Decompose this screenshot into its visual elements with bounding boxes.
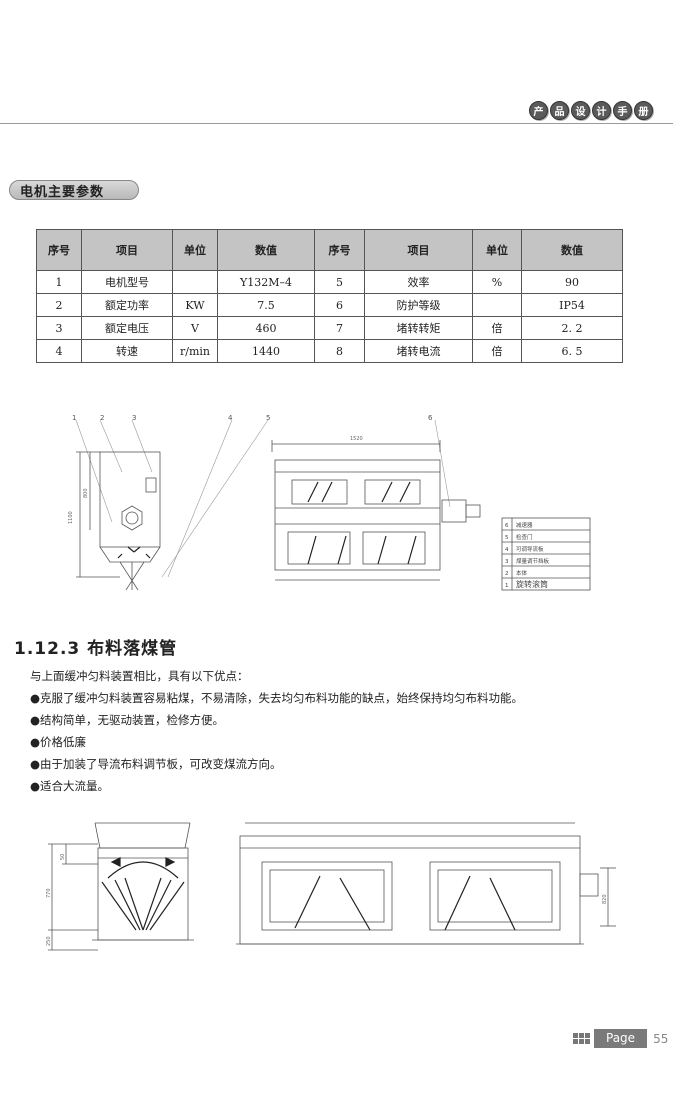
- table-cell: KW: [172, 293, 218, 317]
- callout-label: 3: [132, 414, 136, 422]
- table-cell: 额定功率: [81, 293, 173, 317]
- table-cell: 效率: [364, 270, 473, 294]
- callout-label: 5: [266, 414, 270, 422]
- dim-label: 1100: [68, 511, 74, 524]
- legend-no: 6: [505, 523, 509, 529]
- header-cell: 单位: [472, 229, 522, 271]
- legend-no: 1: [505, 583, 509, 589]
- paragraph: 与上面缓冲匀料装置相比，具有以下优点：: [30, 669, 249, 683]
- drawing-rotary-distributor: 1 2 3 4 5 6 1100 800: [68, 414, 591, 591]
- header-rule: [0, 123, 673, 124]
- callout-label: 6: [428, 414, 433, 422]
- table-cell: r/min: [172, 339, 218, 363]
- dim-label: 770: [46, 888, 52, 898]
- table-cell: 460: [217, 316, 315, 340]
- section-tab: 电机主要参数: [9, 180, 139, 200]
- callout-label: 1: [72, 414, 76, 422]
- table-cell: 倍: [472, 339, 522, 363]
- legend-no: 5: [505, 535, 509, 541]
- legend-no: 3: [505, 559, 509, 565]
- bullet-item: ●价格低廉: [30, 735, 87, 749]
- table-cell: 8: [314, 339, 365, 363]
- table-cell: 4: [36, 339, 82, 363]
- table-cell: IP54: [521, 293, 623, 317]
- bullet-item: ●结构简单，无驱动装置，检修方便。: [30, 713, 225, 727]
- dim-label: 250: [46, 936, 52, 946]
- header-cell: 序号: [314, 229, 365, 271]
- table-cell: Y132M–4: [217, 270, 315, 294]
- table-cell: 7: [314, 316, 365, 340]
- header-char: 计: [592, 101, 611, 120]
- legend-no: 4: [505, 547, 509, 553]
- table-cell: 3: [36, 316, 82, 340]
- page-number: 55: [653, 1031, 669, 1046]
- header-char: 品: [550, 101, 569, 120]
- table-cell: 2: [36, 293, 82, 317]
- table-cell: 倍: [472, 316, 522, 340]
- table-cell: %: [472, 270, 522, 294]
- legend-name: 旋转滚筒: [516, 579, 548, 589]
- table-cell: 1440: [217, 339, 315, 363]
- table-cell: 5: [314, 270, 365, 294]
- table-cell: 堵转电流: [364, 339, 473, 363]
- table-cell: 7.5: [217, 293, 315, 317]
- table-cell: 额定电压: [81, 316, 173, 340]
- table-cell: 转速: [81, 339, 173, 363]
- legend-no: 2: [505, 571, 509, 577]
- header-cell: 数值: [217, 229, 315, 271]
- legend-name: 煤量调节挡板: [516, 557, 550, 565]
- table-cell: 防护等级: [364, 293, 473, 317]
- bullet-item: ●克服了缓冲匀料装置容易粘煤，不易清除，失去均匀布料功能的缺点，始终保持均匀布料…: [30, 691, 524, 705]
- header-cell: 项目: [81, 229, 173, 271]
- table-cell: 6. 5: [521, 339, 623, 363]
- table-cell: V: [172, 316, 218, 340]
- dim-label: 820: [602, 894, 608, 904]
- header-title: 产 品 设 计 手 册: [529, 101, 653, 120]
- header-char: 设: [571, 101, 590, 120]
- header-cell: 项目: [364, 229, 473, 271]
- table-cell: [472, 293, 522, 317]
- page-label: Page: [594, 1029, 648, 1048]
- dim-label: 50: [60, 854, 66, 860]
- header-cell: 数值: [521, 229, 623, 271]
- table-cell: [172, 270, 218, 294]
- table-cell: 2. 2: [521, 316, 623, 340]
- dim-label: 800: [83, 488, 89, 498]
- dim-label: 1520: [350, 436, 363, 442]
- bullet-item: ●适合大流量。: [30, 779, 110, 793]
- page-footer: Page 55: [573, 1029, 668, 1048]
- callout-label: 4: [228, 414, 233, 422]
- table-cell: 1: [36, 270, 82, 294]
- header-char: 产: [529, 101, 548, 120]
- legend-name: 减速器: [516, 521, 533, 529]
- table-cell: 电机型号: [81, 270, 173, 294]
- section-heading: 1.12.3 布料落煤管: [14, 639, 178, 659]
- table-cell: 堵转转矩: [364, 316, 473, 340]
- table-cell: 6: [314, 293, 365, 317]
- header-char: 手: [613, 101, 632, 120]
- bullet-item: ●由于加装了导流布料调节板，可改变煤流方向。: [30, 757, 282, 771]
- header-char: 册: [634, 101, 653, 120]
- callout-label: 2: [100, 414, 104, 422]
- table-cell: 90: [521, 270, 623, 294]
- drawing-coal-chute: 50 770 250 820: [46, 822, 616, 951]
- footer-squares-icon: [573, 1033, 590, 1044]
- legend-name: 检查门: [516, 533, 533, 541]
- legend-name: 本体: [516, 569, 528, 577]
- table-header-row: 序号 项目 单位 数值 序号 项目 单位 数值: [36, 229, 623, 271]
- header-cell: 序号: [36, 229, 82, 271]
- legend-name: 可调导流板: [516, 545, 544, 553]
- header-cell: 单位: [172, 229, 218, 271]
